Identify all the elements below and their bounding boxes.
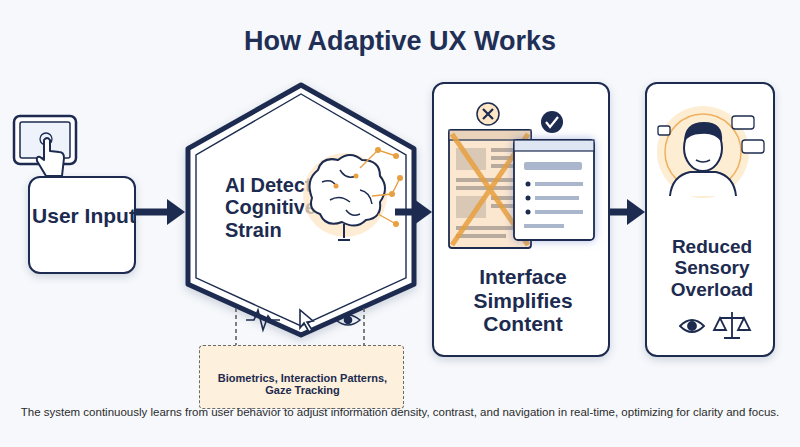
simple-window [514, 111, 594, 240]
outcome-box: Reduced Sensory Overload [645, 82, 775, 357]
node-label: Biometrics, Interaction Patterns, Gaze T… [204, 372, 401, 397]
sensor-icons [246, 310, 360, 332]
node-label: Reduced Sensory Overload [647, 236, 777, 300]
cluttered-window [449, 103, 531, 248]
process-box: Interface Simplifies Content [432, 82, 610, 357]
flow-arrow [610, 199, 645, 225]
process-hexagon: AI Detects Cognitive Strain [185, 82, 417, 338]
flow-arrow [136, 199, 185, 225]
person-icon [657, 106, 764, 198]
diagram-title: How Adaptive UX Works [0, 26, 800, 57]
node-label: Interface Simplifies Content [434, 265, 612, 336]
dashed-link [236, 308, 364, 345]
node-label: AI Detects Cognitive Strain [225, 174, 325, 241]
input-box: User Input [28, 176, 136, 274]
tablet-icon [14, 116, 76, 176]
flow-arrow [395, 199, 432, 225]
sensor-callout: Biometrics, Interaction Patterns, Gaze T… [199, 345, 404, 409]
node-label: User Input [30, 204, 138, 228]
brain-icon [303, 147, 403, 240]
diagram-caption: The system continuously learns from user… [10, 406, 790, 418]
balance-icons [680, 312, 750, 338]
